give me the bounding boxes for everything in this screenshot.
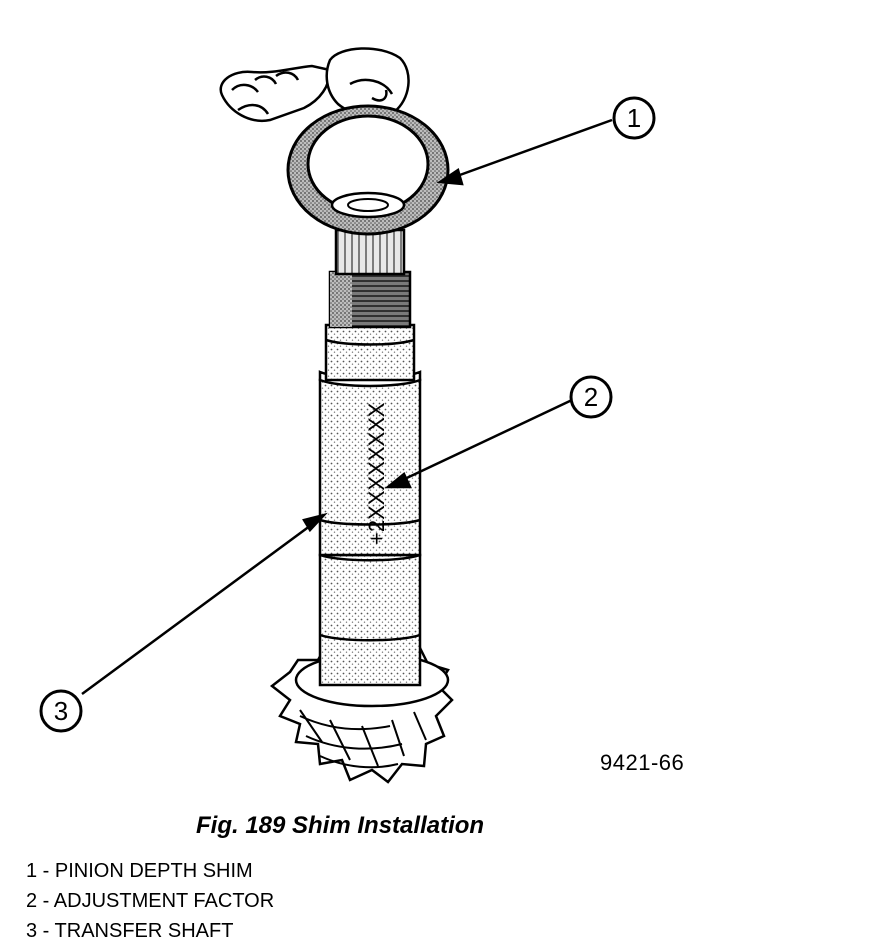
legend-item: 2 - ADJUSTMENT FACTOR xyxy=(26,890,275,912)
transfer-shaft xyxy=(318,228,422,687)
callout-leaders xyxy=(81,118,613,696)
callout-3-number: 3 xyxy=(54,696,68,726)
figure-id: 9421-66 xyxy=(600,750,685,775)
callout-2-number: 2 xyxy=(584,382,598,412)
hand-illustration xyxy=(219,47,410,123)
legend-item: 1 - PINION DEPTH SHIM xyxy=(26,860,253,882)
legend-item: 3 - TRANSFER SHAFT xyxy=(26,920,234,942)
pinion-depth-shim xyxy=(286,104,450,236)
callout-1-number: 1 xyxy=(627,103,641,133)
callout-3: 3 xyxy=(39,689,83,733)
callout-1: 1 xyxy=(612,96,656,140)
legend: 1 - PINION DEPTH SHIM 2 - ADJUSTMENT FAC… xyxy=(26,856,274,946)
callout-2: 2 xyxy=(569,375,613,419)
figure-caption: Fig. 189 Shim Installation xyxy=(196,812,485,839)
shaft-marking: +2XXXXXXXX xyxy=(364,402,389,545)
